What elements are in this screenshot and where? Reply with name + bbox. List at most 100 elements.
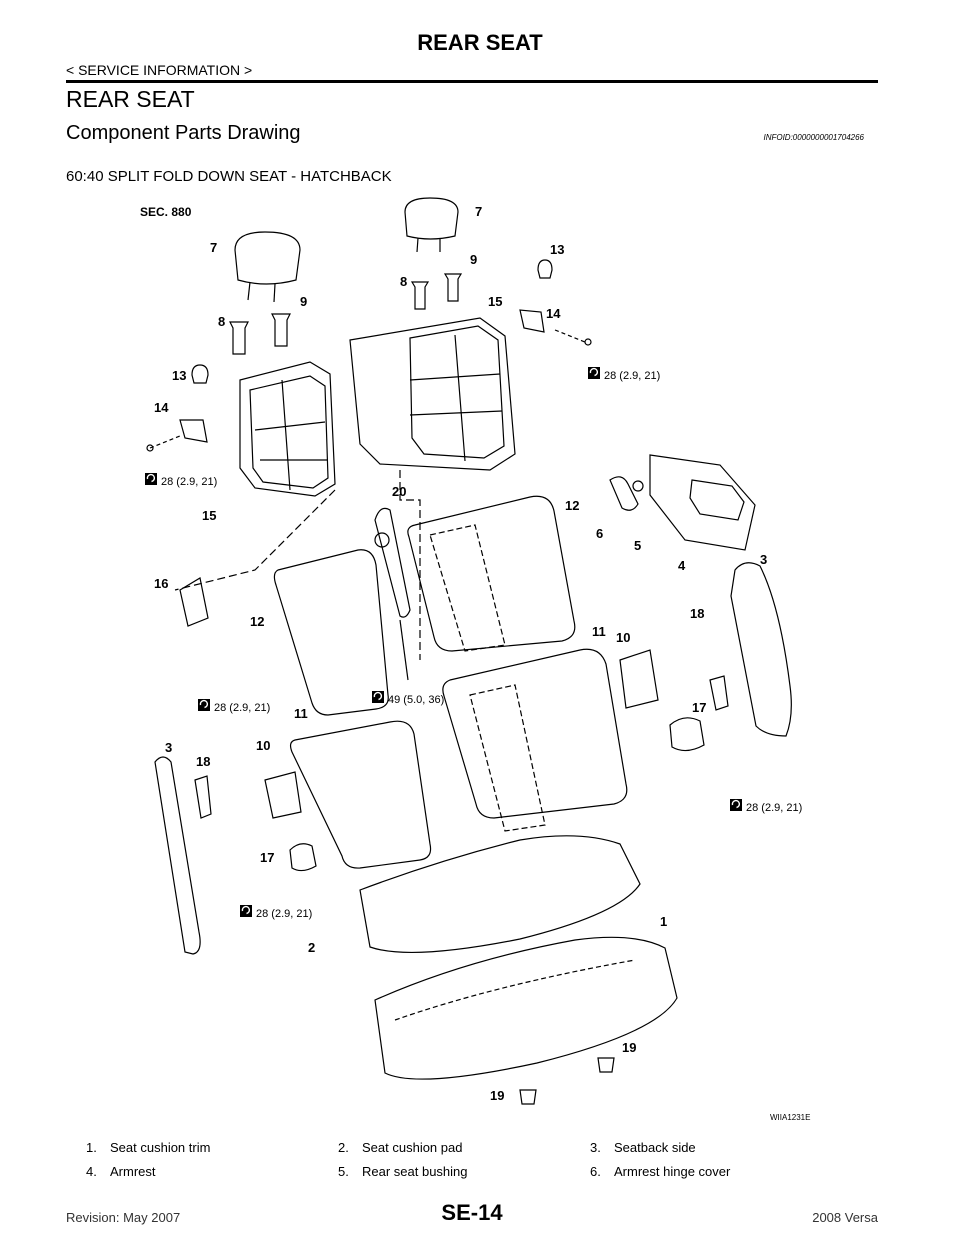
headrest-guide-left-2 — [271, 313, 291, 347]
variant-title: 60:40 SPLIT FOLD DOWN SEAT - HATCHBACK — [66, 168, 392, 185]
parts-row: 1. Seat cushion trim 2. Seat cushion pad… — [86, 1140, 846, 1164]
callout-15-left: 15 — [202, 508, 216, 523]
bracket-10-left — [264, 771, 302, 819]
rear-seat-bushing — [632, 480, 644, 492]
part-name: Armrest — [110, 1164, 156, 1179]
callout-19-right: 19 — [622, 1040, 636, 1055]
callout-14-left: 14 — [154, 400, 169, 415]
headrest-guide-left-1 — [229, 321, 249, 355]
bracket-left-14 — [179, 419, 208, 443]
callout-20: 20 — [392, 484, 406, 499]
torque-spec-1: 28 (2.9, 21) — [604, 370, 660, 382]
callout-12-right: 12 — [565, 498, 579, 513]
torque-spec-5: 28 (2.9, 21) — [746, 802, 802, 814]
part-name: Seat cushion pad — [362, 1140, 463, 1155]
part-number: 6. — [590, 1164, 601, 1179]
model-name: 2008 Versa — [812, 1210, 878, 1225]
seatback-side-right — [730, 562, 792, 737]
callout-18-right: 18 — [690, 606, 704, 621]
seatback-trim-right — [442, 648, 628, 832]
bracket-right-14 — [519, 309, 545, 333]
bracket-18-right — [709, 675, 729, 711]
bracket-16 — [179, 577, 209, 627]
callout-11-right: 11 — [592, 624, 606, 639]
headrest-center — [404, 197, 459, 240]
parts-row: 4. Armrest 5. Rear seat bushing 6. Armre… — [86, 1164, 846, 1188]
seatback-trim-left — [289, 720, 432, 869]
bracket-10-right — [619, 649, 659, 709]
section-title: REAR SEAT — [66, 86, 195, 112]
callout-13-left: 13 — [172, 368, 186, 383]
callout-10-right: 10 — [616, 630, 630, 645]
callout-13-right: 13 — [550, 242, 564, 257]
seat-cushion-pad — [359, 835, 641, 954]
callout-8-left: 8 — [218, 314, 225, 329]
sec-label: SEC. 880 — [140, 205, 192, 219]
seat-cushion-trim — [374, 936, 678, 1080]
seatback-pad-right — [407, 495, 576, 652]
part-name: Seat cushion trim — [110, 1140, 211, 1155]
callout-12-left: 12 — [250, 614, 264, 629]
callout-17-left: 17 — [260, 850, 274, 865]
part-number: 1. — [86, 1140, 97, 1155]
headrest-guide-right-1 — [410, 281, 430, 310]
list-item: 5. Rear seat bushing — [338, 1164, 590, 1188]
part-number: 2. — [338, 1140, 349, 1155]
torque-spec-4: 49 (5.0, 36) — [388, 694, 444, 706]
section-subtitle: Component Parts Drawing — [66, 122, 301, 144]
list-item: 4. Armrest — [86, 1164, 338, 1188]
seatback-pad-left — [273, 549, 389, 716]
callout-4: 4 — [678, 558, 686, 573]
callout-6: 6 — [596, 526, 603, 541]
breadcrumb[interactable]: < SERVICE INFORMATION > — [66, 62, 253, 78]
bracket-18-left — [194, 775, 212, 819]
list-item: 3. Seatback side — [590, 1140, 842, 1164]
callout-9-left: 9 — [300, 294, 307, 309]
parts-list: 1. Seat cushion trim 2. Seat cushion pad… — [86, 1140, 846, 1188]
part-number: 4. — [86, 1164, 97, 1179]
headrest-left — [234, 231, 301, 285]
list-item: 6. Armrest hinge cover — [590, 1164, 842, 1188]
callout-9-center: 9 — [470, 252, 477, 267]
callout-17-right: 17 — [692, 700, 706, 715]
armrest — [649, 454, 756, 551]
callout-8-center: 8 — [400, 274, 407, 289]
callout-7-left: 7 — [210, 240, 217, 255]
callout-16: 16 — [154, 576, 168, 591]
torque-spec-2: 28 (2.9, 21) — [161, 476, 217, 488]
seatback-frame-left — [239, 361, 336, 497]
callout-15-right: 15 — [488, 294, 502, 309]
part-number: 3. — [590, 1140, 601, 1155]
component-parts-drawing: SEC. 880 — [110, 190, 830, 1130]
image-code: WIIA1231E — [770, 1113, 810, 1122]
callout-3-right: 3 — [760, 552, 767, 567]
callout-3-left: 3 — [165, 740, 172, 755]
list-item: 1. Seat cushion trim — [86, 1140, 338, 1164]
callout-10-left: 10 — [256, 738, 270, 753]
page-header-title: REAR SEAT — [417, 30, 543, 55]
list-item: 2. Seat cushion pad — [338, 1140, 590, 1164]
callout-1: 1 — [660, 914, 667, 929]
armrest-hinge-cover — [609, 476, 639, 511]
bracket-left-13 — [191, 364, 209, 384]
seatback-frame-right — [349, 317, 516, 471]
part-name: Rear seat bushing — [362, 1164, 468, 1179]
page-number: SE-14 — [441, 1200, 503, 1225]
seat-belt-retractor — [374, 507, 411, 618]
part-name: Armrest hinge cover — [614, 1164, 731, 1179]
clip-19-right — [597, 1057, 615, 1073]
callout-11-left: 11 — [294, 706, 308, 721]
seatback-side-left — [154, 756, 201, 955]
torque-spec-3: 28 (2.9, 21) — [214, 702, 270, 714]
torque-spec-6: 28 (2.9, 21) — [256, 908, 312, 920]
callout-18-left: 18 — [196, 754, 210, 769]
headrest-guide-right-2 — [443, 273, 463, 302]
header-rule — [66, 80, 878, 83]
bracket-17-left — [289, 843, 317, 872]
bracket-right-13 — [537, 259, 553, 279]
bracket-17-right — [669, 717, 705, 752]
clip-19-left — [519, 1089, 537, 1105]
callout-7-center: 7 — [475, 204, 482, 219]
revision-date: Revision: May 2007 — [66, 1210, 181, 1225]
part-number: 5. — [338, 1164, 349, 1179]
